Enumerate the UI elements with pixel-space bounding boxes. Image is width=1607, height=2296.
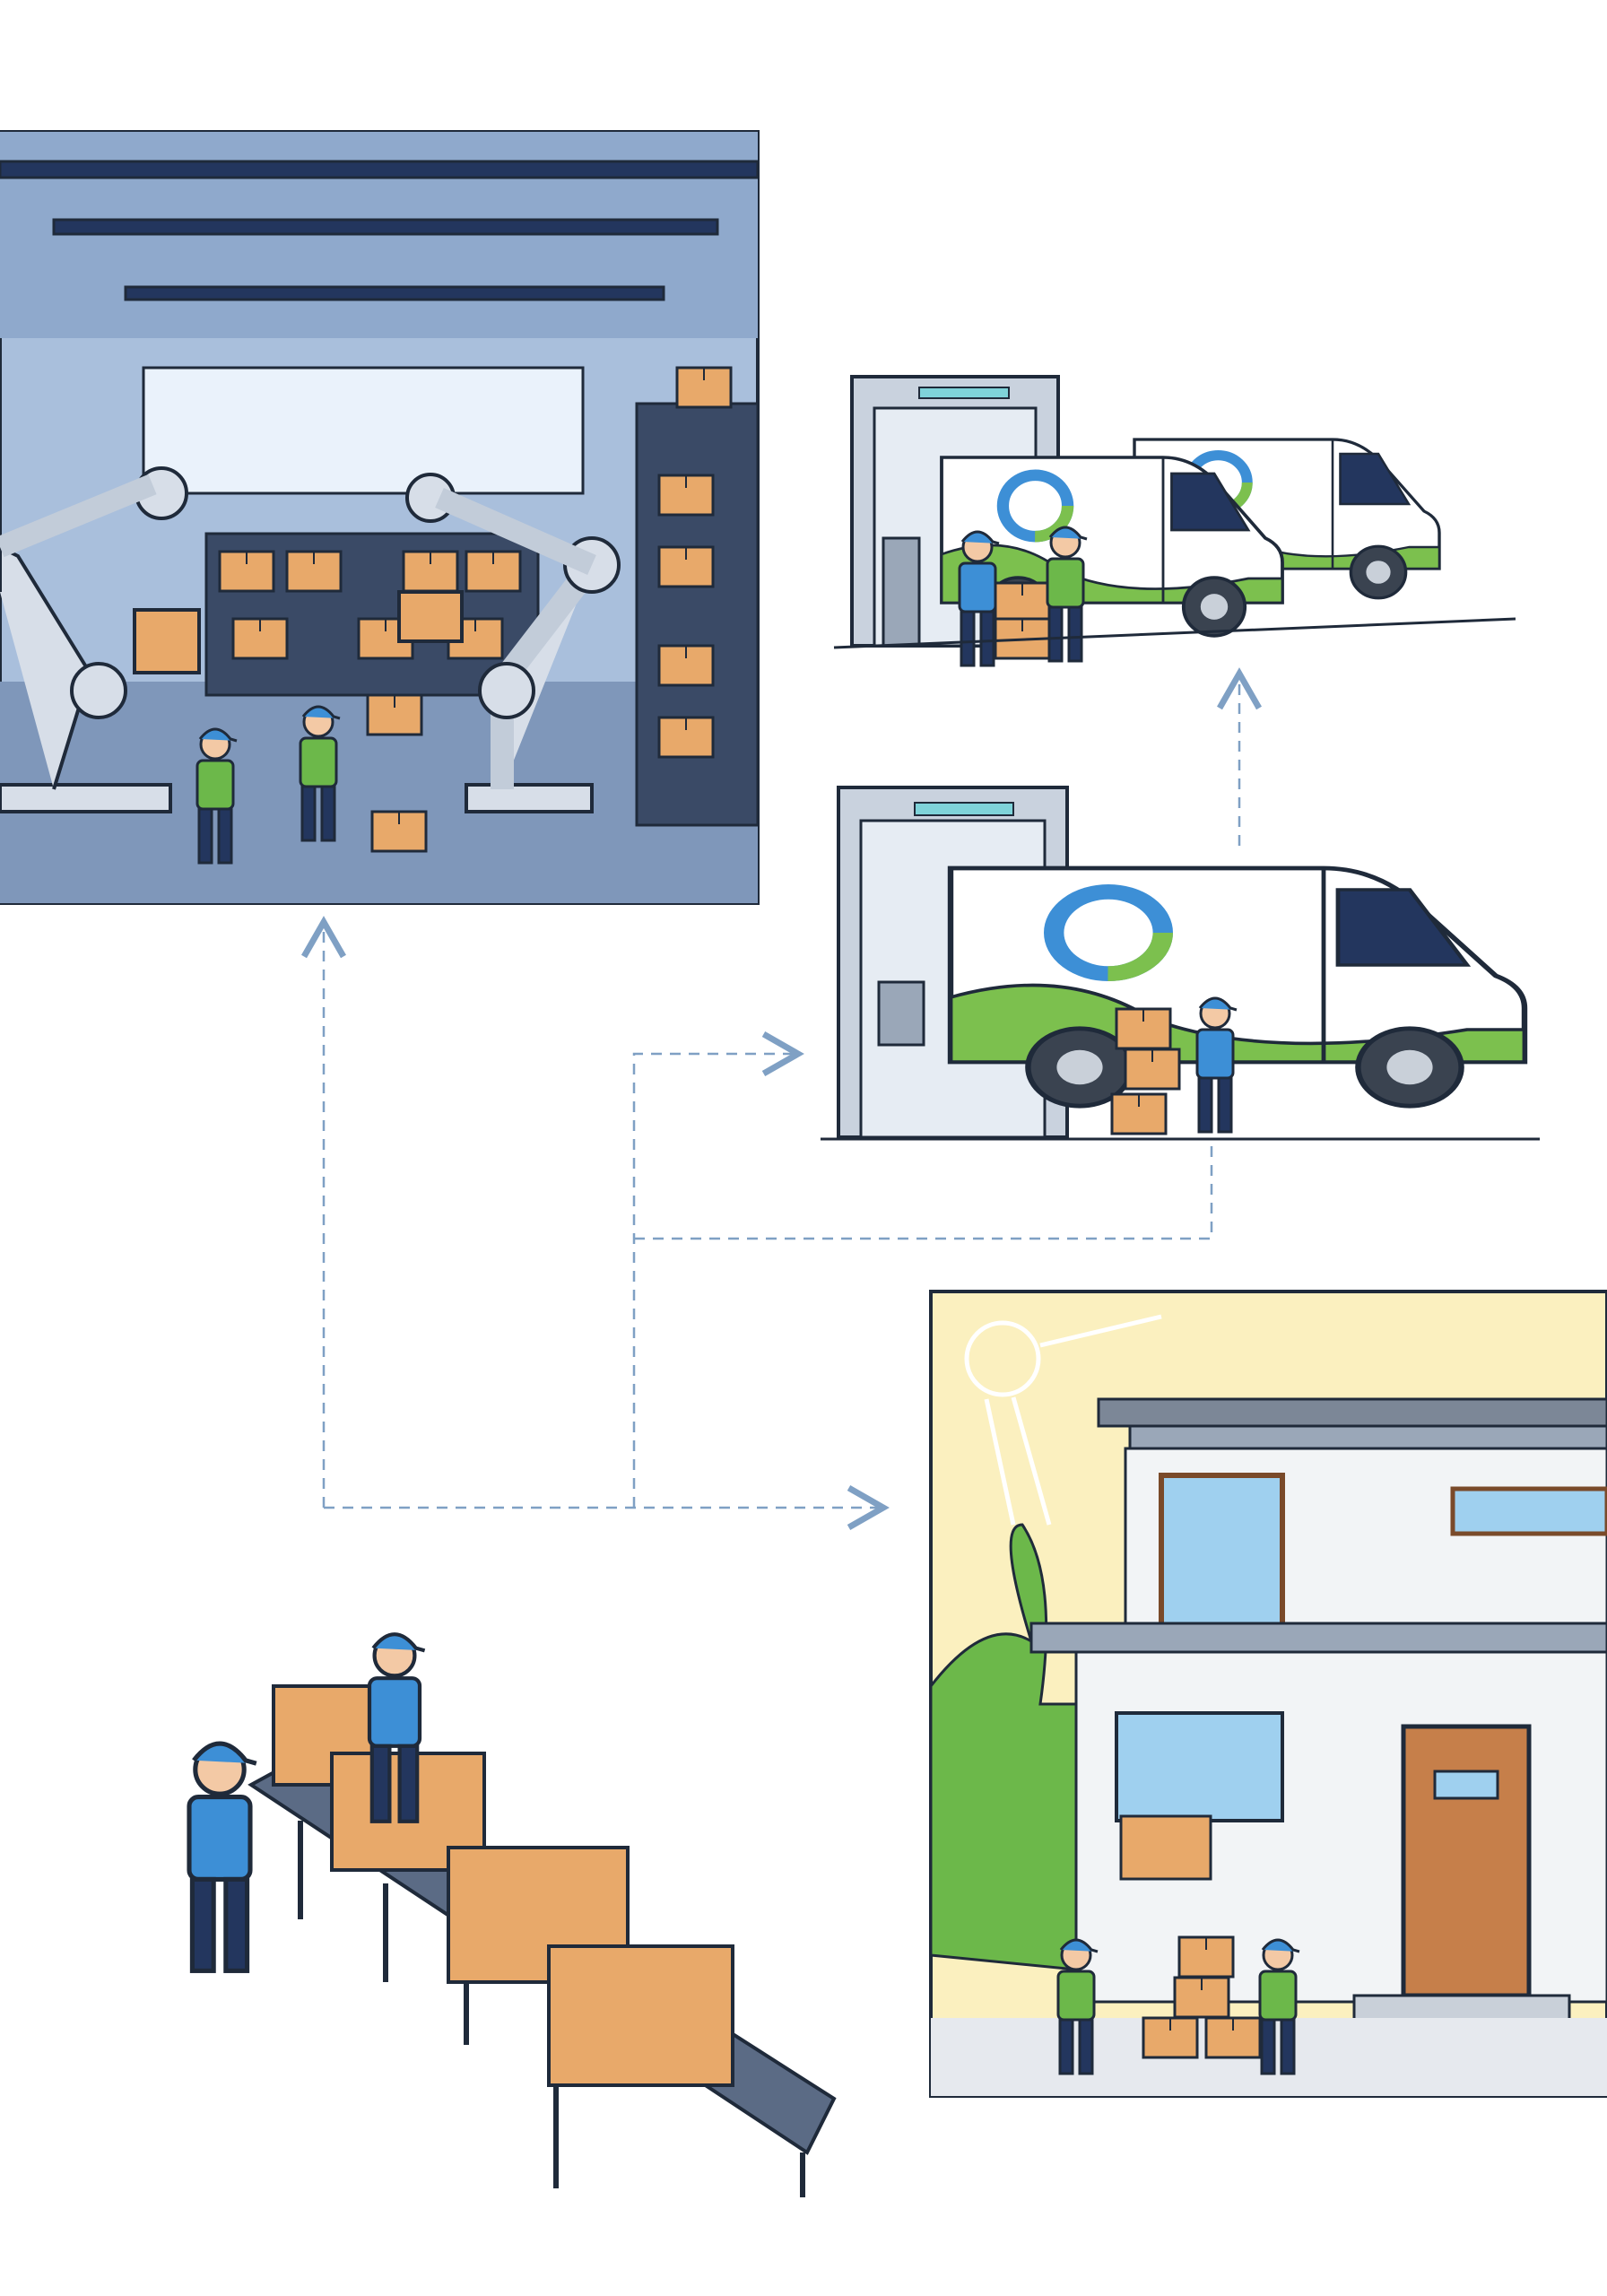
home-delivery-scene	[929, 1290, 1607, 2098]
door-icon	[1401, 1724, 1532, 1998]
worker-icon	[189, 1744, 256, 1970]
box-icon	[272, 1684, 734, 2087]
window-icon	[142, 366, 585, 495]
robot-arm-icon	[0, 466, 201, 813]
flow-connectors	[301, 667, 1262, 1530]
sun-icon	[964, 1314, 1162, 1526]
charger-icon	[877, 980, 925, 1047]
ev-van-loading-scene	[821, 786, 1540, 1141]
warehouse-scene	[0, 130, 760, 905]
connector-van-return	[634, 1142, 1213, 1240]
box-icon	[370, 810, 428, 853]
box-icon	[366, 693, 423, 736]
packing-conveyor-scene	[189, 1634, 837, 2197]
robot-arm-icon	[397, 473, 621, 813]
ev-vans-fleet-scene	[833, 375, 1516, 667]
shelf-icon	[204, 532, 540, 697]
tall-shelf-icon	[635, 366, 760, 827]
charger-icon	[882, 536, 921, 648]
electric-van-icon	[951, 868, 1524, 1106]
connector-to-van-loading	[632, 1031, 804, 1508]
box-icon	[1119, 1814, 1212, 1881]
